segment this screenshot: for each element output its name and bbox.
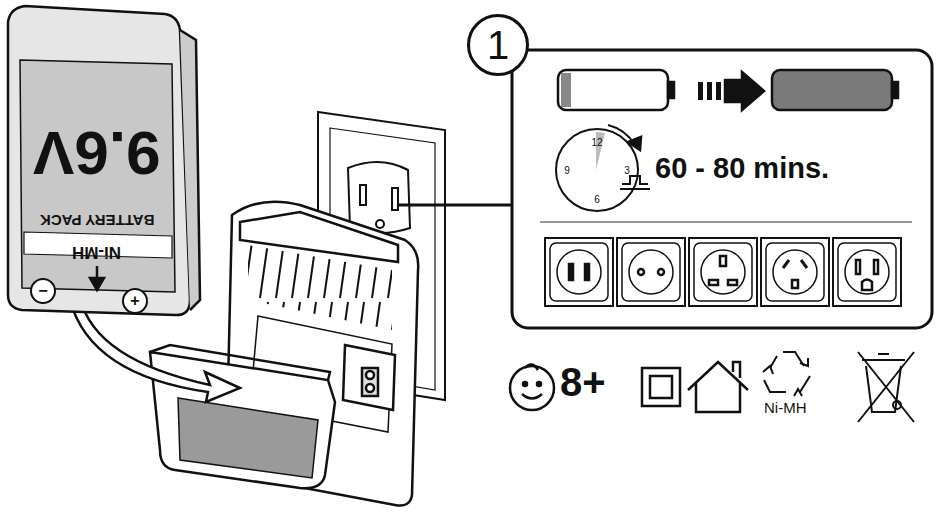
- charge-time: 60 - 80 mins.: [655, 154, 829, 183]
- panel-icons: [540, 70, 912, 306]
- leader-line: [398, 204, 512, 207]
- battery-label: 9.6VBATTERY PACKNi-MH−+: [20, 60, 175, 300]
- clock-face: 12 3 6 9: [555, 128, 639, 212]
- age-label: 8+: [560, 362, 606, 402]
- callout-number: 1: [467, 14, 529, 76]
- recycle-label: Ni-MH: [764, 400, 807, 415]
- battery-pack: [8, 6, 200, 315]
- clock-6: 6: [594, 195, 600, 205]
- clock-9: 9: [564, 166, 570, 176]
- instruction-panel: 60 - 80 mins. 12 3 6 9: [512, 50, 932, 328]
- safety-symbols: [510, 352, 914, 422]
- step-number: 1: [487, 25, 509, 65]
- panel-frame: [512, 50, 932, 328]
- clock-12: 12: [591, 138, 602, 148]
- voltage-label: 9.6V: [33, 122, 161, 184]
- plus-terminal: +: [122, 288, 148, 314]
- battery-pack-label: BATTERY PACK: [40, 213, 154, 228]
- chemistry-label: Ni-MH: [72, 244, 121, 261]
- minus-terminal: −: [30, 278, 56, 304]
- clock-3: 3: [624, 166, 630, 176]
